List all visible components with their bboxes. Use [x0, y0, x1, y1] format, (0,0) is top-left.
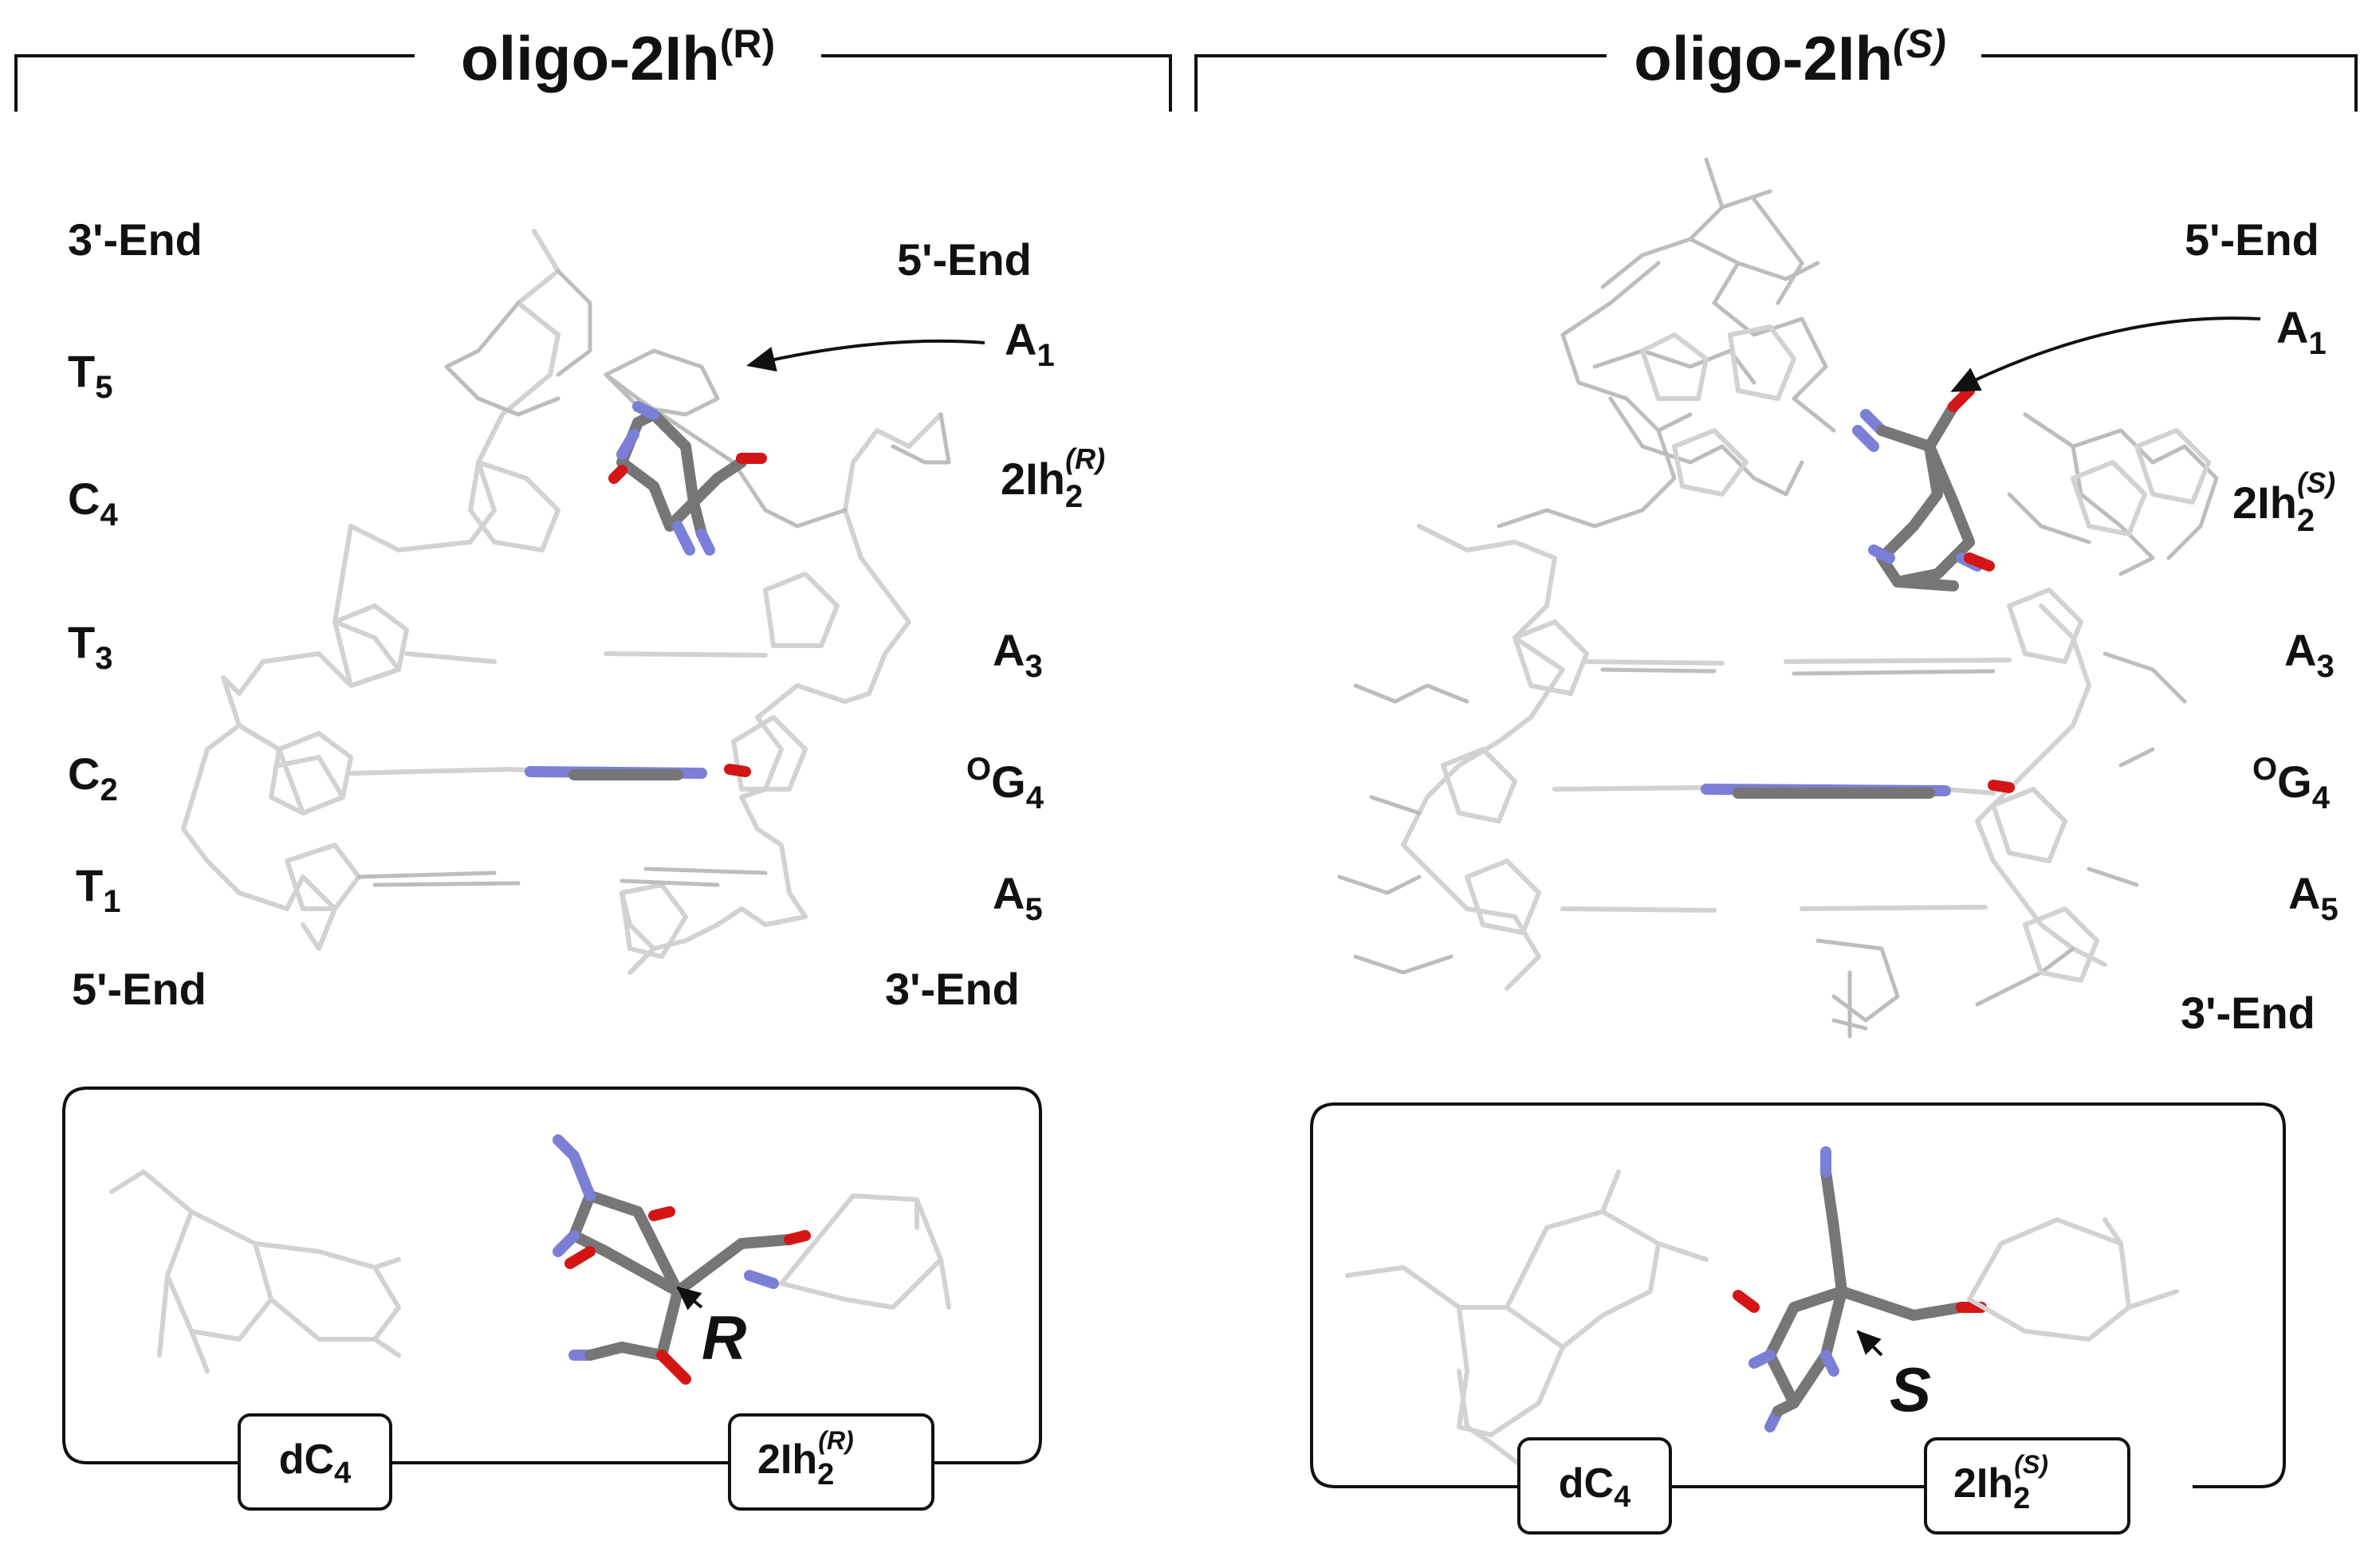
- ih-molecule-s: [1733, 1146, 2179, 1432]
- stereo-label-r: R: [702, 1303, 746, 1373]
- label-3end-s: 3'-End: [2181, 988, 2315, 1038]
- label-5end-s: 5'-End: [2185, 214, 2319, 265]
- label-t1: T1: [76, 860, 120, 919]
- dc4-molecule-s: [1345, 1169, 1709, 1469]
- dna-structure-s: [1337, 157, 2219, 1039]
- tag-ih-s: 2Ih2(S): [1953, 1450, 2048, 1515]
- tag-box-ih-s: [1924, 1437, 2130, 1535]
- tag-box-ih-r: [728, 1413, 934, 1511]
- label-a3-s: A3: [2284, 625, 2335, 684]
- right-strand-labels-s: 5'-End A1 2Ih2(S) A3 OG4 A5 3'-End: [2181, 214, 2338, 1038]
- inset-s: S dC4 2Ih2(S): [1310, 1102, 2286, 1535]
- label-og4-s: OG4: [2252, 752, 2331, 815]
- label-2ih2-r: 2Ih2(R): [1001, 442, 1105, 514]
- label-a3-r: A3: [993, 625, 1043, 684]
- label-c2: C2: [68, 749, 118, 808]
- tag-box-dc4-r: [238, 1413, 392, 1511]
- label-a5-s: A5: [2288, 868, 2338, 927]
- ih-molecule-r: [553, 1134, 951, 1385]
- stereo-label-s: S: [1890, 1354, 1931, 1425]
- label-a5-r: A5: [993, 868, 1043, 927]
- arrow-a1-r: [746, 339, 985, 372]
- label-a1-r: A1: [1005, 314, 1055, 373]
- tag-ih-r: 2Ih2(R): [757, 1426, 854, 1491]
- label-5end-r: 5'-End: [897, 234, 1032, 285]
- title-bracket-s: [1194, 54, 2358, 112]
- dna-structure-r: [181, 229, 951, 975]
- label-t3: T3: [68, 617, 112, 676]
- label-og4-r: OG4: [966, 752, 1044, 815]
- dc4-molecule-r: [109, 1169, 401, 1373]
- tag-dc4-s: dC4: [1559, 1460, 1630, 1514]
- label-2ih2-s: 2Ih2(S): [2232, 466, 2335, 538]
- label-t5: T5: [68, 346, 112, 405]
- arrow-a1-s: [1950, 316, 2261, 392]
- panel-title-r: oligo-2Ih(R): [461, 22, 775, 93]
- label-3end-left: 3'-End: [68, 214, 203, 265]
- inset-r: R dC4 2Ih2(R): [62, 1087, 1042, 1511]
- title-bracket-r: [14, 54, 1172, 112]
- left-strand-labels-r: 3'-End T5 C4 T3 C2 T1 5'-End: [68, 214, 207, 1014]
- label-a1-s: A1: [2276, 302, 2327, 361]
- panel-s: oligo-2Ih(S) 5'-End A1 2Ih2(S) A3 OG4 A5…: [1194, 22, 2358, 1535]
- tag-dc4-r: dC4: [279, 1436, 351, 1490]
- label-5end-left: 5'-End: [72, 964, 207, 1014]
- label-3end-r: 3'-End: [885, 964, 1020, 1014]
- panel-r: oligo-2Ih(R) 3'-End T5 C4 T3 C2 T1 5'-En…: [14, 22, 1172, 1511]
- panel-title-s: oligo-2Ih(S): [1634, 22, 1946, 93]
- tag-box-dc4-s: [1517, 1437, 1672, 1535]
- label-c4: C4: [68, 474, 118, 532]
- right-strand-labels-r: 5'-End A1 2Ih2(R) A3 OG4 A5 3'-End: [885, 234, 1105, 1014]
